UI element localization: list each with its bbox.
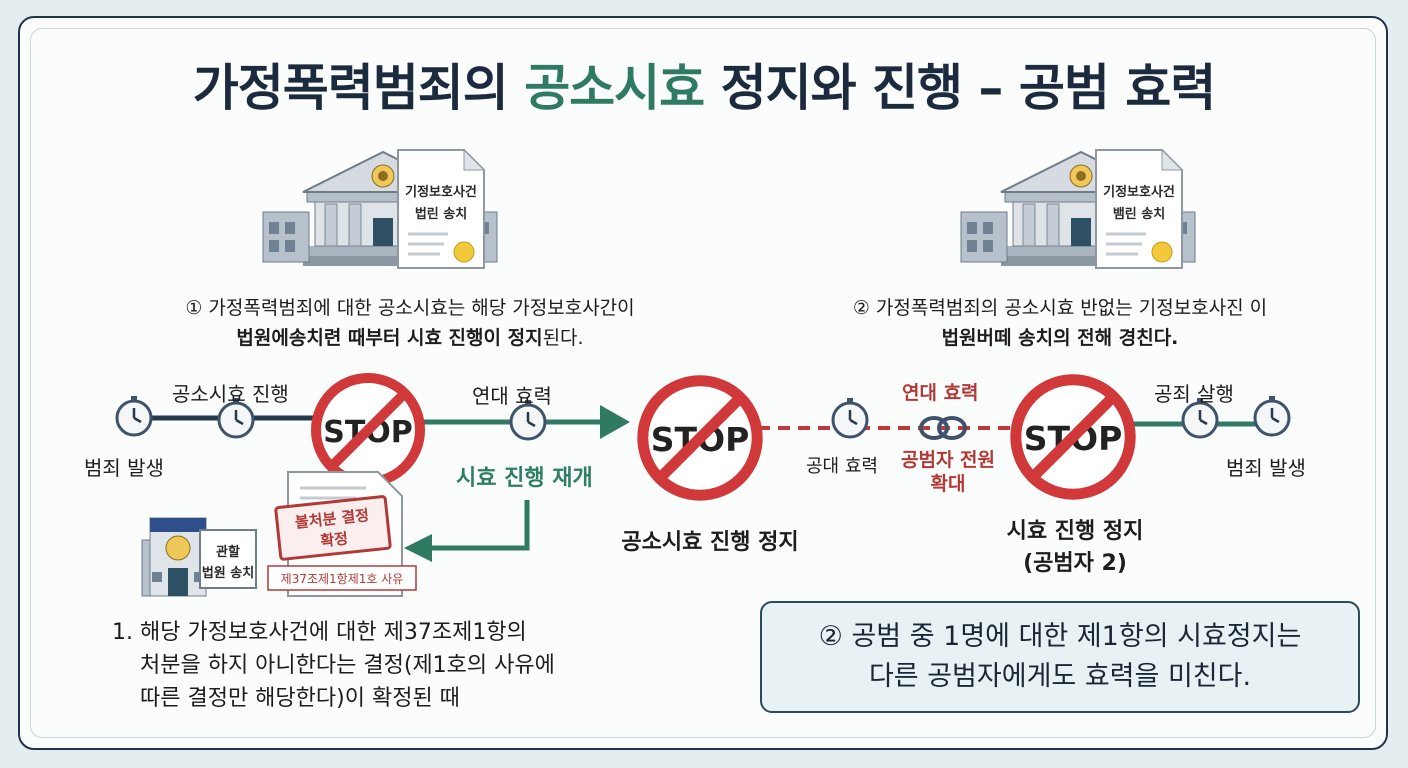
return-arrow <box>430 500 530 551</box>
police-building-icon: 관할 법원 송치 <box>141 517 257 597</box>
timeline-arrowhead <box>600 405 630 439</box>
svg-text:관할: 관할 <box>216 544 240 560</box>
resume-label: 시효 진행 재개 <box>456 466 593 491</box>
svg-text:법원 송치: 법원 송치 <box>202 565 254 581</box>
right-progress-label: 공죄 살행 <box>1154 382 1234 406</box>
callout-box: ② 공범 중 1명에 대한 제1항의 시효정지는 다른 공범자에게도 효력을 미… <box>760 601 1360 713</box>
stop-sign-icon <box>643 381 757 495</box>
svg-text:확정: 확정 <box>320 529 349 550</box>
right-end-label: 범죄 발생 <box>1226 456 1306 480</box>
clock-icon <box>1253 394 1291 437</box>
chain-link-icon <box>919 416 967 440</box>
page-title: 가정폭력범죄의 공소시효 정지와 진행 – 공범 효력 <box>192 59 1216 117</box>
right-doc-text-1: 기정보호사건 <box>1103 184 1175 200</box>
joint-extend-label: 공범자 전원 확대 <box>900 449 995 495</box>
stop-sign-icon <box>316 378 420 482</box>
clock-icon <box>115 394 153 437</box>
legal-tag-text: 제37조제1항제1호 사유 <box>281 572 404 586</box>
left-doc-text-1: 기정보호사건 <box>405 184 477 200</box>
condition-list-item: 1. 해당 가정보호사건에 대한 제37조제1항의 처분을 하지 아니한다는 결… <box>112 620 555 711</box>
left-doc-text-2: 법린 송치 <box>415 206 467 222</box>
stop-sign-icon <box>1016 380 1130 494</box>
right-doc-text-2: 뱀린 송치 <box>1113 206 1165 222</box>
legal-tag-box <box>267 565 417 591</box>
joint-label: 연대 효력 <box>902 382 979 404</box>
clock-icon <box>831 396 869 439</box>
inner-frame <box>30 28 1376 738</box>
link-label: 연대 효력 <box>472 384 552 408</box>
joint-left-label: 공대 효력 <box>806 456 878 477</box>
stop-caption: 공소시효 진행 정지 <box>621 530 799 555</box>
right-stop-caption: 시효 진행 정지 (공범자 2) <box>1006 519 1144 576</box>
decision-stamp: 볼처분 결정 확정 <box>274 495 392 561</box>
progress-label: 공소시효 진행 <box>172 382 289 406</box>
right-paragraph: ② 가정폭력범죄의 공소시효 반없는 기정보호사진 이 법원버떼 송치의 전해 … <box>852 297 1268 349</box>
return-arrowhead <box>404 534 432 562</box>
start-label: 범죄 발생 <box>84 456 164 480</box>
left-paragraph: ① 가정폭력범죄에 대한 공소시효는 해당 가정보호사간이 법원에송치련 때부터… <box>185 297 635 349</box>
